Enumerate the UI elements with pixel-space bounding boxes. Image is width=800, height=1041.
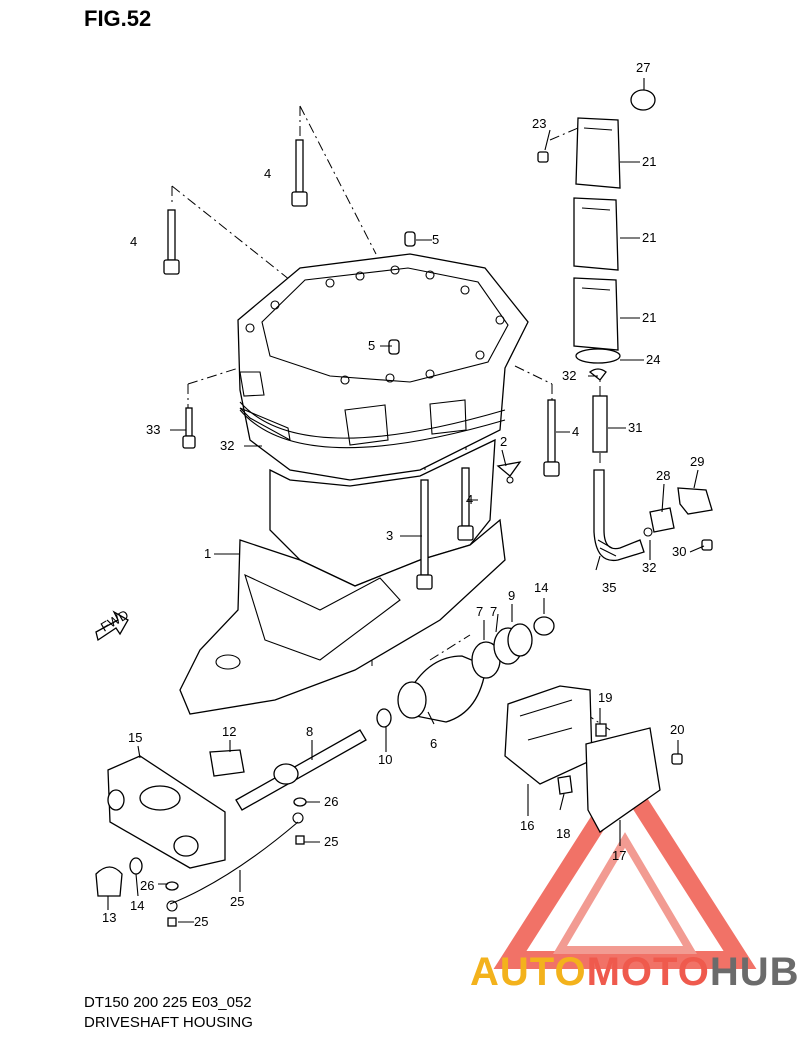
callout-5b: 5 xyxy=(368,338,375,353)
watermark-hub: HUB xyxy=(709,950,800,994)
figure-title: FIG.52 xyxy=(84,6,152,31)
callout-29: 29 xyxy=(690,454,704,469)
callout-13: 13 xyxy=(102,910,116,925)
shaft-and-pad xyxy=(209,729,367,811)
fwd-label: FWD xyxy=(98,607,131,635)
fwd-arrow: FWD xyxy=(95,607,131,642)
callout-22: 23 xyxy=(532,116,546,131)
dowel-pin-5-top xyxy=(404,231,416,247)
callout-32a: 32 xyxy=(562,368,576,383)
callout-34: 33 xyxy=(146,422,160,437)
bolt-4-right xyxy=(543,399,560,477)
watermark-auto: AUTO xyxy=(470,950,587,994)
callout-26b: 26 xyxy=(140,878,154,893)
callout-31: 31 xyxy=(628,420,642,435)
bolt-4-top xyxy=(291,139,308,207)
callout-10: 10 xyxy=(378,752,392,767)
watermark-moto: MOTO xyxy=(586,950,710,994)
watermark-wordmark: AUTOMOTOHUB xyxy=(470,950,800,995)
callout-24: 25 xyxy=(230,894,244,909)
lower-cover-assembly xyxy=(504,685,683,833)
callout-30: 30 xyxy=(672,544,686,559)
bolt-3 xyxy=(416,479,433,590)
rubber-mount-assembly xyxy=(376,616,555,728)
callout-21b: 21 xyxy=(642,230,656,245)
callout-7a: 7 xyxy=(490,604,497,619)
callout-19: 19 xyxy=(598,690,612,705)
callout-35: 35 xyxy=(602,580,616,595)
leader-lines xyxy=(107,78,705,923)
callout-2: 2 xyxy=(500,434,507,449)
callout-14: 14 xyxy=(130,898,144,913)
callout-4a: 4 xyxy=(264,166,271,181)
callout-28: 28 xyxy=(656,468,670,483)
callout-16: 16 xyxy=(520,818,534,833)
callout-4c: 4 xyxy=(572,424,579,439)
callout-25a: 25 xyxy=(324,834,338,849)
callout-4d: 4 xyxy=(466,492,473,507)
callout-labels: 27 23 21 21 21 24 32 31 5 5 4 4 4 4 2 3 … xyxy=(102,60,704,929)
callout-23: 24 xyxy=(646,352,660,367)
callout-33: 32 xyxy=(220,438,234,453)
callout-6: 6 xyxy=(430,736,437,751)
callout-21c: 21 xyxy=(642,310,656,325)
callout-5a: 5 xyxy=(432,232,439,247)
dowel-pin-5-lower xyxy=(388,339,400,355)
callout-1: 1 xyxy=(204,546,211,561)
callout-11: 14 xyxy=(534,580,548,595)
gasket-33 xyxy=(239,407,291,442)
callout-15: 15 xyxy=(128,730,142,745)
callout-9: 9 xyxy=(508,588,515,603)
model-code: DT150 200 225 E03_052 xyxy=(84,994,252,1011)
driveshaft-housing xyxy=(179,253,529,715)
callout-20: 20 xyxy=(670,722,684,737)
bolt-4-center xyxy=(457,467,474,541)
callout-7b: 7 xyxy=(476,604,483,619)
callout-4b: 4 xyxy=(130,234,137,249)
figure-name: DRIVESHAFT HOUSING xyxy=(84,1014,253,1031)
callout-32b: 32 xyxy=(642,560,656,575)
bolt-34 xyxy=(182,407,196,449)
callout-25b: 25 xyxy=(194,914,208,929)
callout-21a: 21 xyxy=(642,154,656,169)
callout-8: 8 xyxy=(306,724,313,739)
callout-12: 12 xyxy=(222,724,236,739)
watermark-logo xyxy=(493,763,757,969)
water-tube-seals xyxy=(537,89,656,364)
callout-18: 18 xyxy=(556,826,570,841)
callout-27: 27 xyxy=(636,60,650,75)
callout-17: 17 xyxy=(612,848,626,863)
callout-3: 3 xyxy=(386,528,393,543)
bolt-4-left xyxy=(163,209,180,275)
callout-26a: 26 xyxy=(324,794,338,809)
water-tube xyxy=(588,368,713,562)
plate-2 xyxy=(496,461,522,477)
